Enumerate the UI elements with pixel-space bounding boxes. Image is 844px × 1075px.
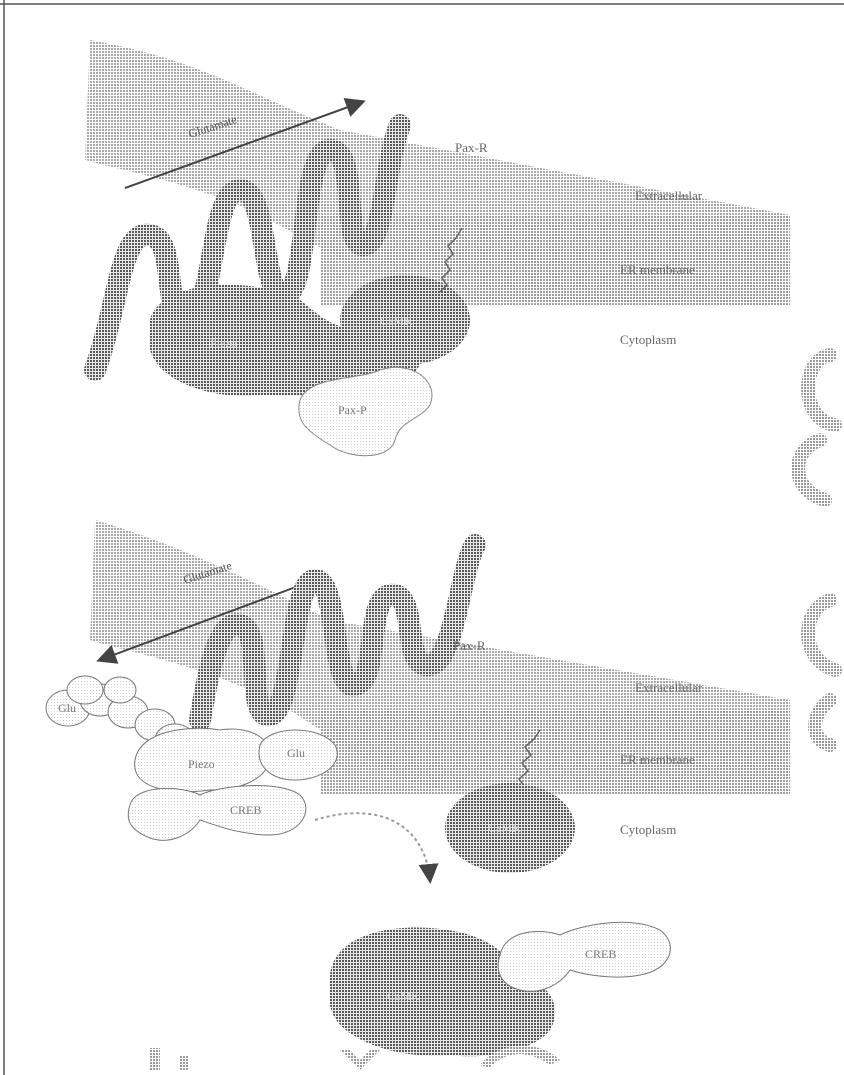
cytoplasm-label-top: Cytoplasm [620,332,676,348]
camk-text-bottom: CaMK [488,821,521,835]
panel-top: Glutamate Piezo CaMK Pax-P [85,40,790,456]
glu-text-chain: Glu [58,701,76,715]
paxp-text-top: Pax-P [338,403,367,417]
creb-text-bottom: CREB [230,803,261,817]
camk-text-top: CaMK [380,314,413,328]
edge-marks [798,355,835,745]
glu-text-right: Glu [287,746,305,760]
receptor-label-bottom: Pax-R [453,638,486,654]
cytoplasm-label-bottom: Cytoplasm [620,822,676,838]
membrane-band-bottom [320,710,790,795]
panel-bottom: Glutamate Glu Piezo Glu CREB CaMK CaMK C… [46,520,790,1056]
extracellular-label-top: Extracellular [635,188,702,204]
camk-text-final: CaMK [387,989,420,1003]
piezo-text-bottom: Piezo [188,757,215,771]
flow-arrow [315,813,430,880]
membrane-label-bottom: ER membrane [620,752,695,768]
creb-text-final: CREB [585,947,616,961]
extracellular-label-bottom: Extracellular [635,680,702,696]
membrane-label-top: ER membrane [620,262,695,278]
creb-blob-bottom [128,786,306,841]
piezo-text-top: Piezo [210,336,237,350]
receptor-label-top: Pax-R [455,140,488,156]
